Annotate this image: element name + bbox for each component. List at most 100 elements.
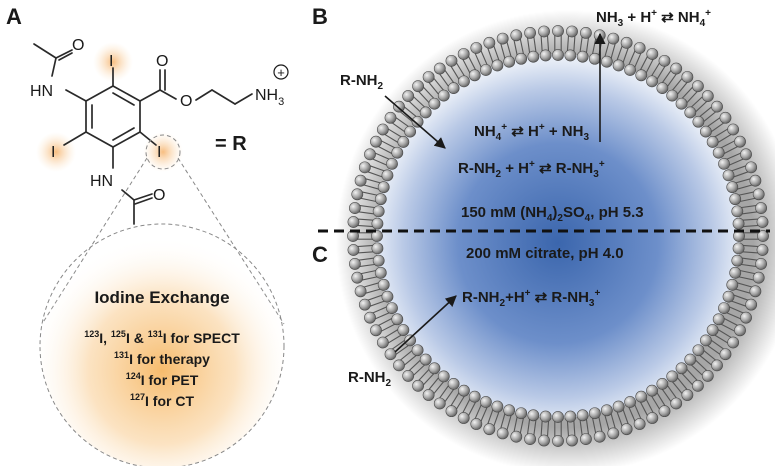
buffer-citrate: 200 mM citrate, pH 4.0 (466, 245, 624, 262)
lipid-tail (403, 106, 417, 118)
lipid-tail (740, 204, 757, 209)
lipid-tail (363, 184, 380, 190)
lipid-tail (731, 300, 747, 307)
lipid-tail (391, 122, 406, 133)
lipid-tail (634, 52, 642, 68)
lipid-head (620, 36, 633, 49)
lipid-head (646, 384, 658, 397)
lipid-head (726, 278, 739, 291)
lipid-tail (403, 354, 417, 366)
lipid-head (377, 278, 390, 291)
lipid-head (719, 348, 732, 361)
lipid-head (711, 100, 723, 113)
lipid-head (646, 75, 658, 88)
lipid-tail (361, 191, 378, 196)
lipid-head (675, 97, 688, 110)
lipid-head (381, 290, 394, 303)
lipid-tail (412, 96, 426, 108)
lipid-head (402, 90, 415, 102)
inner-equilibrium-drug-citrate: R-NH2+H+ ⇄ R-NH3+ (462, 288, 600, 309)
lipid-head (457, 412, 470, 424)
lipid-tail (566, 420, 570, 437)
lipid-head (437, 89, 450, 102)
lipid-head (564, 49, 577, 62)
lipid-tail (616, 45, 623, 61)
lipid-bilayer (347, 25, 769, 447)
lipid-tail (585, 37, 590, 54)
lipid-tail (733, 171, 749, 178)
lipid-head (496, 427, 509, 440)
lipid-head (539, 49, 552, 62)
lipid-head (732, 242, 745, 255)
lipid-head (381, 169, 394, 182)
lipid-head (620, 423, 633, 436)
lipid-tail (467, 55, 477, 71)
lipid-head (656, 82, 669, 95)
lipid-tail (500, 413, 506, 429)
lipid-head (393, 359, 405, 372)
lipid-tail (408, 100, 421, 113)
lipid-head (711, 359, 723, 372)
drug-entry-arrow-bottom (394, 295, 457, 353)
lipid-head (347, 216, 360, 228)
lipid-tail (742, 218, 759, 221)
lipid-head (419, 353, 432, 366)
lipid-tail (579, 36, 583, 53)
lipid-head (588, 52, 601, 65)
lipid-head (358, 161, 371, 174)
lipid-head (684, 353, 697, 366)
lipid-head (658, 405, 671, 418)
lipid-head (468, 390, 481, 403)
atom-o-ester: O (180, 93, 192, 110)
lipid-head (445, 54, 458, 67)
lipid-tail (387, 128, 402, 138)
lipid-head (635, 390, 648, 403)
atom-o-bottom: O (153, 187, 165, 204)
iodine-line-therapy: 131I for therapy (114, 350, 210, 367)
lipid-tail (622, 47, 629, 63)
lipid-tail (358, 257, 375, 261)
lipid-head (412, 80, 424, 93)
lipid-head (479, 396, 492, 408)
lipid-head (496, 32, 509, 45)
positive-charge-circle (273, 64, 289, 80)
lipid-tail (365, 178, 381, 184)
lipid-tail (706, 344, 721, 355)
lipid-tail (699, 354, 713, 366)
lipid-tail (661, 69, 672, 84)
lipid-tail (412, 364, 426, 376)
lipid-head (624, 64, 637, 76)
lipid-tail (358, 211, 375, 215)
lipid-head (699, 125, 712, 138)
lipid-head (727, 123, 740, 136)
lipid-head (370, 324, 382, 337)
lipid-head (580, 27, 592, 39)
lipid-tail (395, 344, 410, 355)
lipid-tail (462, 398, 471, 414)
panel-label-c: C (312, 242, 328, 267)
lipid-tail (742, 244, 759, 248)
lipid-head (681, 389, 694, 401)
lipid-tail (720, 323, 736, 332)
lipid-head (745, 298, 758, 311)
drug-label-top: R-NH2 (340, 72, 384, 92)
lipid-tail (360, 197, 377, 203)
lipid-head (397, 136, 410, 148)
lipid-head (755, 258, 767, 270)
lipid-head (684, 106, 697, 119)
lipid-head (419, 106, 432, 119)
lipid-tail (738, 276, 755, 281)
lipid-head (706, 136, 719, 148)
lipid-tail (384, 328, 399, 339)
lipid-tail (686, 368, 698, 382)
lipid-tail (526, 418, 531, 435)
lipid-tail (450, 65, 460, 80)
lipid-head (491, 59, 504, 72)
lipid-head (457, 48, 470, 60)
lipid-head (447, 377, 460, 390)
lipid-head (483, 36, 496, 49)
lipid-tail (733, 294, 749, 301)
iodine-exchange-circle (39, 223, 285, 466)
lipid-head (718, 302, 730, 315)
lipid-head (524, 433, 536, 445)
